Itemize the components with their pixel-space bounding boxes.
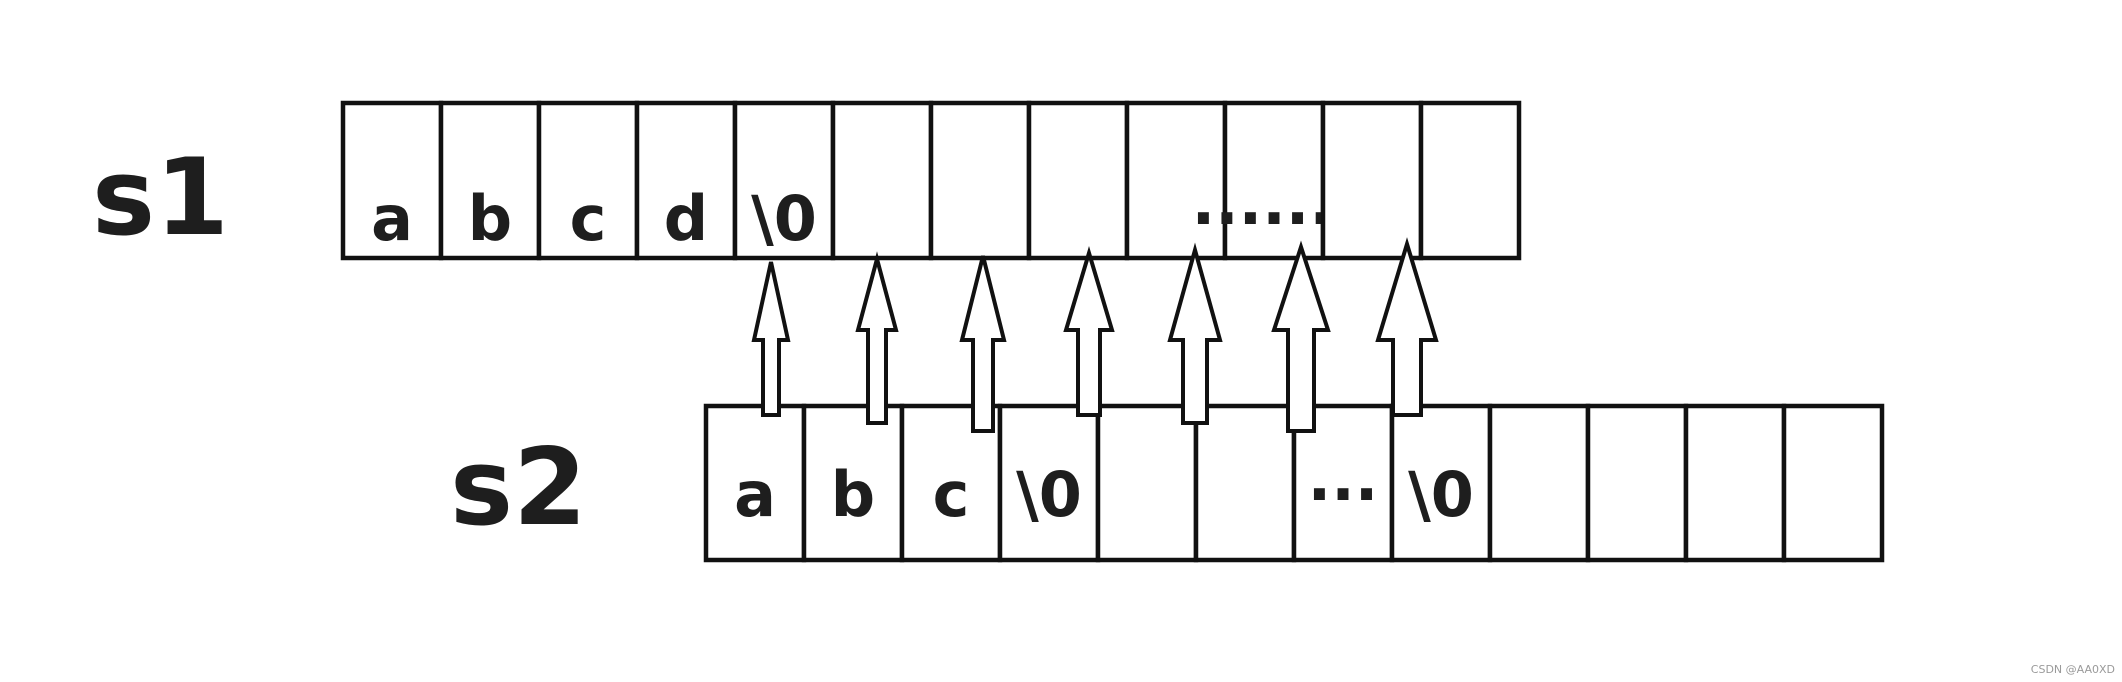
s2-cell bbox=[1585, 403, 1689, 563]
s2-cell: \0 bbox=[1389, 403, 1493, 563]
copy-arrow bbox=[751, 261, 791, 417]
s2-cell: c bbox=[899, 403, 1003, 563]
s1-cell-box bbox=[1222, 100, 1326, 261]
s2-cell: \0 bbox=[997, 403, 1101, 563]
s2-cell: a bbox=[703, 403, 807, 563]
s1-cell: c bbox=[536, 100, 640, 261]
s1-cell: d bbox=[634, 100, 738, 261]
copy-arrow bbox=[959, 255, 1007, 433]
copy-arrow bbox=[1271, 240, 1331, 433]
s1-cell: b bbox=[438, 100, 542, 261]
s1-cell bbox=[830, 100, 934, 261]
copy-arrow bbox=[1063, 246, 1115, 417]
watermark: CSDN @AA0XD bbox=[2031, 663, 2115, 676]
s1-cell-box bbox=[438, 100, 542, 261]
s2-cell-value: c bbox=[933, 458, 970, 531]
s1-label: s1 bbox=[92, 136, 229, 259]
s2-cell: b bbox=[801, 403, 905, 563]
s2-cell-box bbox=[1193, 403, 1297, 563]
s1-cell bbox=[1320, 100, 1424, 261]
s2-cell bbox=[1487, 403, 1591, 563]
copy-arrow bbox=[1375, 237, 1439, 417]
s1-cell-box bbox=[536, 100, 640, 261]
s1-cell bbox=[1124, 100, 1228, 261]
s1-cell bbox=[1026, 100, 1130, 261]
s1-cell-box bbox=[1124, 100, 1228, 261]
s2-cell-box bbox=[1585, 403, 1689, 563]
s2-cell-value: \0 bbox=[1016, 458, 1082, 531]
s1-cell-box bbox=[732, 100, 836, 261]
s2-cell-box bbox=[703, 403, 807, 563]
s1-cell-box bbox=[1026, 100, 1130, 261]
s1-cell bbox=[1418, 100, 1522, 261]
s1-cell-box bbox=[830, 100, 934, 261]
s2-cell-box bbox=[997, 403, 1101, 563]
s1-cell-value: b bbox=[468, 182, 512, 255]
s2-cell-box bbox=[1487, 403, 1591, 563]
s1-cell: \0 bbox=[732, 100, 836, 261]
s2-cell-value: \0 bbox=[1408, 458, 1474, 531]
s2-cell-value: ··· bbox=[1308, 458, 1379, 531]
s1-cell-box bbox=[340, 100, 444, 261]
s2-cell-box bbox=[1683, 403, 1787, 563]
s2-cell-value: b bbox=[831, 458, 875, 531]
s2-cell-box bbox=[801, 403, 905, 563]
s1-cell-box bbox=[928, 100, 1032, 261]
copy-arrow bbox=[1167, 242, 1223, 425]
copy-arrow bbox=[855, 251, 899, 425]
s2-cell bbox=[1193, 403, 1297, 563]
s2-cell bbox=[1683, 403, 1787, 563]
s2-cell-box bbox=[1781, 403, 1885, 563]
s1-cell-value: a bbox=[371, 182, 413, 255]
s2-cell-value: a bbox=[734, 458, 776, 531]
s2-cell bbox=[1781, 403, 1885, 563]
s2-cell-box bbox=[1389, 403, 1493, 563]
s1-cell-box bbox=[1320, 100, 1424, 261]
s2-cell bbox=[1095, 403, 1199, 563]
s1-cell-value: d bbox=[664, 182, 708, 255]
s1-cell-value: c bbox=[570, 182, 607, 255]
s1-cell-box bbox=[1418, 100, 1522, 261]
s1-cell-value: \0 bbox=[751, 182, 817, 255]
s2-label: s2 bbox=[450, 426, 587, 549]
s2-cell-box bbox=[1095, 403, 1199, 563]
s1-cell: a bbox=[340, 100, 444, 261]
copy-arrows bbox=[751, 237, 1439, 433]
s1-cell bbox=[928, 100, 1032, 261]
